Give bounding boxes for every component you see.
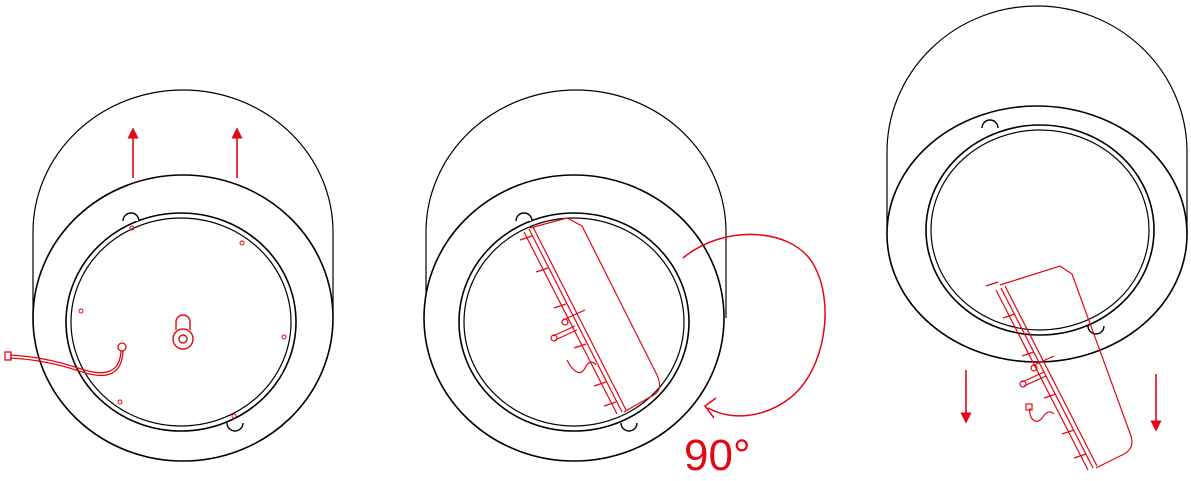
rotate-arrow-icon: [682, 233, 826, 419]
fixture-housing: [985, 265, 1133, 471]
fixture-ring: [886, 105, 1188, 363]
cylinder-body: [32, 89, 334, 318]
step-2-panel: 90°: [423, 89, 826, 480]
rotation-angle-label: 90°: [684, 431, 751, 480]
lock-icon: [172, 314, 194, 350]
step-3-panel: [886, 5, 1188, 471]
cylinder-body: [886, 5, 1188, 234]
fixture-ring: [32, 174, 334, 462]
mount-holes: [78, 225, 287, 419]
fixture-housing: [519, 217, 661, 415]
cylinder-body: [425, 89, 727, 318]
step-1-panel: [4, 89, 334, 462]
cable-icon: [4, 342, 127, 377]
